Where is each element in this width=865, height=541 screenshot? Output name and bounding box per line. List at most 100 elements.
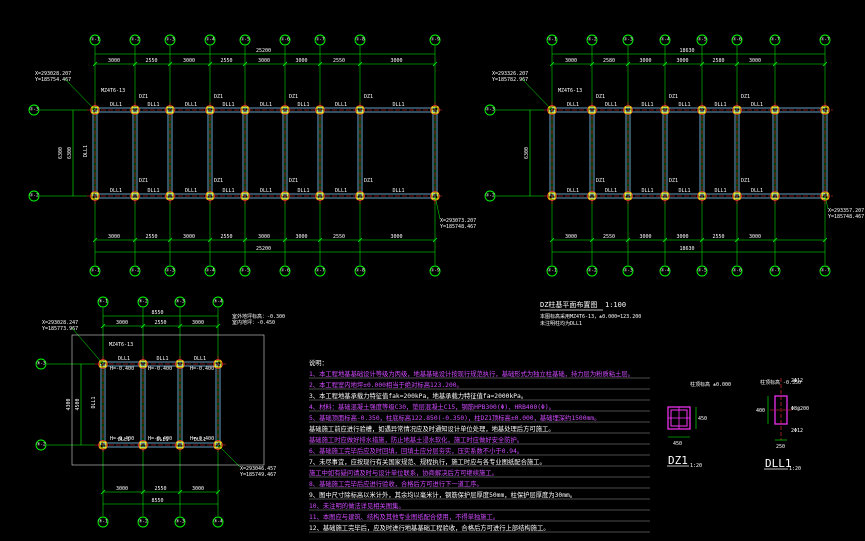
axis-bubble-label: ①-6 bbox=[280, 37, 290, 43]
dz1-width: 450 bbox=[673, 441, 682, 447]
dz1-top-note: 柱顶标高 ±0.000 bbox=[690, 381, 731, 388]
column-circle bbox=[315, 191, 325, 201]
dimension-span: 3000 bbox=[183, 234, 195, 240]
dll1-width: 250 bbox=[776, 444, 785, 450]
dimension-tick bbox=[357, 237, 363, 243]
axis-bubble-label: ①-5 bbox=[240, 37, 250, 43]
column-square bbox=[91, 106, 99, 114]
column-circle bbox=[623, 191, 633, 201]
axis-bubble-label: ②-3 bbox=[29, 107, 39, 113]
dimension-tick bbox=[92, 237, 98, 243]
dimension-tick bbox=[662, 237, 668, 243]
column-circle bbox=[820, 105, 830, 115]
note-line: 11、本图应与建筑、结构及其他专业图纸配合使用，不得单独施工。 bbox=[309, 512, 499, 521]
column-tag: DZ1 bbox=[669, 178, 678, 184]
column-square bbox=[139, 441, 147, 449]
axis-bubble-label: ②-2 bbox=[587, 37, 597, 43]
column-circle bbox=[165, 191, 175, 201]
column-circle bbox=[280, 191, 290, 201]
column-circle bbox=[98, 359, 108, 369]
beam-label: DLL1 bbox=[260, 102, 272, 108]
column-tag: DZ1 bbox=[289, 94, 298, 100]
axis-bubble-label: ③-4 bbox=[213, 299, 223, 305]
axis-bubble-label: ①-4 bbox=[205, 37, 215, 43]
beam-label: DLL1 bbox=[194, 356, 206, 362]
dll1-label: DLL1 bbox=[765, 457, 792, 470]
axis-bubble bbox=[484, 190, 496, 202]
column-circle bbox=[547, 105, 557, 115]
note-line: 9、图中尺寸除标高以米计外，其余均以毫米计，钢筋保护层厚度50mm，柱保护层厚度… bbox=[309, 490, 576, 499]
axis-bubble bbox=[28, 190, 40, 202]
column-square bbox=[99, 360, 107, 368]
dz1-scale: 1:20 bbox=[690, 463, 702, 469]
dimension-span: 2550 bbox=[146, 234, 158, 240]
axis-bubble-label: ②-5 bbox=[697, 268, 707, 274]
axis-bubble bbox=[429, 34, 441, 46]
beam-label: DLL1 bbox=[110, 102, 122, 108]
drawing-scale: 1:100 bbox=[605, 301, 626, 309]
column-circle bbox=[240, 105, 250, 115]
dimension-span: 2580 bbox=[603, 58, 615, 64]
beam-label: DLL1 bbox=[148, 188, 160, 194]
axis-bubble bbox=[204, 34, 216, 46]
dimension-tick bbox=[317, 61, 323, 67]
axis-bubble-label: ①-9 bbox=[430, 268, 440, 274]
dimension-span: 2550 bbox=[333, 58, 345, 64]
dimension-tick bbox=[734, 61, 740, 67]
dimension-tick bbox=[317, 237, 323, 243]
axis-bubble bbox=[279, 265, 291, 277]
beam-label: DLL1 bbox=[567, 188, 579, 194]
column-tag: DZ1 bbox=[669, 94, 678, 100]
column-square bbox=[91, 192, 99, 200]
axis-bubble-label: ①-8 bbox=[355, 268, 365, 274]
column-circle bbox=[90, 105, 100, 115]
axis-bubble bbox=[212, 296, 224, 308]
dimension-span: 3000 bbox=[391, 58, 403, 64]
column-circle bbox=[175, 440, 185, 450]
column-tag: DZ1 bbox=[596, 94, 605, 100]
column-square bbox=[588, 106, 596, 114]
beam-label: DLL1 bbox=[157, 356, 169, 362]
axis-bubble-label: ③-3 bbox=[175, 299, 185, 305]
column-circle bbox=[90, 191, 100, 201]
dimension-span: 3000 bbox=[108, 58, 120, 64]
dll1-scale: 1:20 bbox=[789, 466, 801, 472]
dimension-total: 8550 bbox=[152, 310, 164, 316]
dimension-span: 2580 bbox=[713, 58, 725, 64]
dimension-span: 2550 bbox=[603, 234, 615, 240]
dll1-height: 400 bbox=[756, 408, 765, 414]
axis-bubble bbox=[696, 265, 708, 277]
dimension-span: 3000 bbox=[677, 234, 689, 240]
dimension-side: 6300 bbox=[58, 147, 64, 159]
axis-bubble-label: ②-2 bbox=[29, 193, 39, 199]
column-square bbox=[661, 192, 669, 200]
axis-bubble bbox=[314, 265, 326, 277]
column-circle bbox=[587, 105, 597, 115]
beam-label: DLL1 bbox=[335, 188, 347, 194]
axis-bubble bbox=[696, 34, 708, 46]
axis-bubble bbox=[212, 516, 224, 528]
axis-bubble-label: ①-7 bbox=[315, 268, 325, 274]
side-beam-label: DLL1 bbox=[83, 145, 89, 157]
leader-line bbox=[217, 444, 241, 468]
note-line: 10、未注明的做法详见相关图集。 bbox=[309, 501, 405, 510]
axis-bubble-label: ③-2 bbox=[36, 442, 46, 448]
axis-bubble bbox=[239, 265, 251, 277]
beam-label: DLL1 bbox=[194, 437, 206, 443]
column-circle bbox=[213, 359, 223, 369]
axis-bubble bbox=[35, 358, 47, 370]
column-circle bbox=[315, 105, 325, 115]
axis-bubble-label: ②-6 bbox=[732, 268, 742, 274]
axis-bubble-label: ②-4 bbox=[660, 268, 670, 274]
beam-label: DLL1 bbox=[148, 102, 160, 108]
dimension-span: 3000 bbox=[391, 234, 403, 240]
column-circle bbox=[205, 191, 215, 201]
beam-label: DLL1 bbox=[642, 188, 654, 194]
axis-bubble bbox=[731, 265, 743, 277]
axis-bubble bbox=[659, 265, 671, 277]
axis-bubble bbox=[769, 265, 781, 277]
dimension-tick bbox=[772, 237, 778, 243]
